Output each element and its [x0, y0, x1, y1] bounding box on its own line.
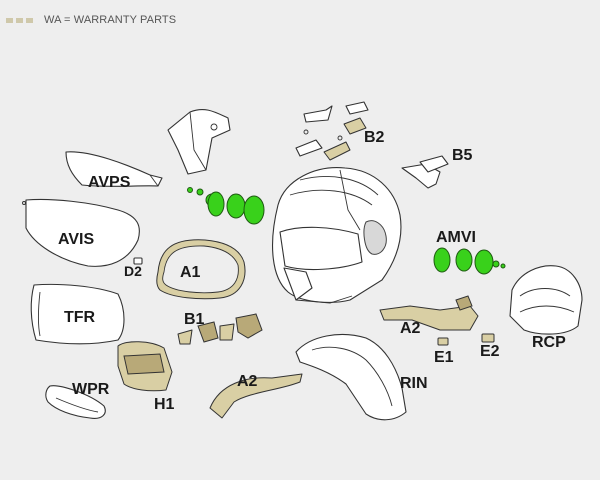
part-pivot-kit-left[interactable]	[187, 187, 265, 225]
part-a1[interactable]: A1	[156, 239, 246, 300]
label-h1: H1	[154, 396, 175, 413]
legend-swatch	[16, 17, 23, 23]
label-rcp: RCP	[532, 334, 566, 351]
part-e1[interactable]: E1	[434, 337, 454, 366]
label-e1: E1	[434, 349, 454, 366]
part-wpr[interactable]: WPR	[45, 381, 110, 419]
label-b2: B2	[364, 129, 385, 146]
part-b5[interactable]: B5	[401, 147, 473, 189]
part-rcp[interactable]: RCP	[509, 265, 583, 351]
label-wpr: WPR	[72, 381, 110, 398]
part-avps[interactable]: AVPS	[65, 151, 163, 191]
label-a1: A1	[180, 264, 201, 281]
part-h1[interactable]: H1	[117, 341, 175, 413]
part-e2[interactable]: E2	[480, 333, 500, 360]
legend-text: WA = WARRANTY PARTS	[44, 14, 177, 26]
label-d2: D2	[124, 263, 142, 279]
part-visor-mechanism[interactable]	[167, 109, 231, 175]
legend-swatch	[6, 17, 13, 23]
part-rin[interactable]: RIN	[295, 333, 428, 421]
legend: WA = WARRANTY PARTS	[6, 14, 176, 26]
part-d2[interactable]: D2	[124, 257, 143, 279]
part-a2-left[interactable]: A2	[209, 373, 303, 419]
part-tfr[interactable]: TFR	[30, 283, 125, 345]
label-tfr: TFR	[64, 309, 96, 326]
helmet-shell[interactable]	[272, 167, 402, 304]
label-rin: RIN	[400, 375, 428, 392]
label-b1: B1	[184, 311, 205, 328]
label-avis: AVIS	[58, 231, 94, 248]
label-a2-left: A2	[237, 373, 258, 390]
label-b5: B5	[452, 147, 473, 164]
label-a2-right: A2	[400, 320, 421, 337]
part-b2[interactable]: B2	[295, 101, 385, 161]
part-avis[interactable]: AVIS	[22, 198, 140, 267]
part-amvi[interactable]: AMVI	[433, 229, 506, 275]
label-amvi: AMVI	[436, 229, 476, 246]
legend-swatch	[26, 17, 33, 23]
label-e2: E2	[480, 343, 500, 360]
part-a2-right[interactable]: A2	[379, 295, 479, 337]
label-avps: AVPS	[88, 174, 131, 191]
part-b1[interactable]: B1	[177, 311, 263, 345]
